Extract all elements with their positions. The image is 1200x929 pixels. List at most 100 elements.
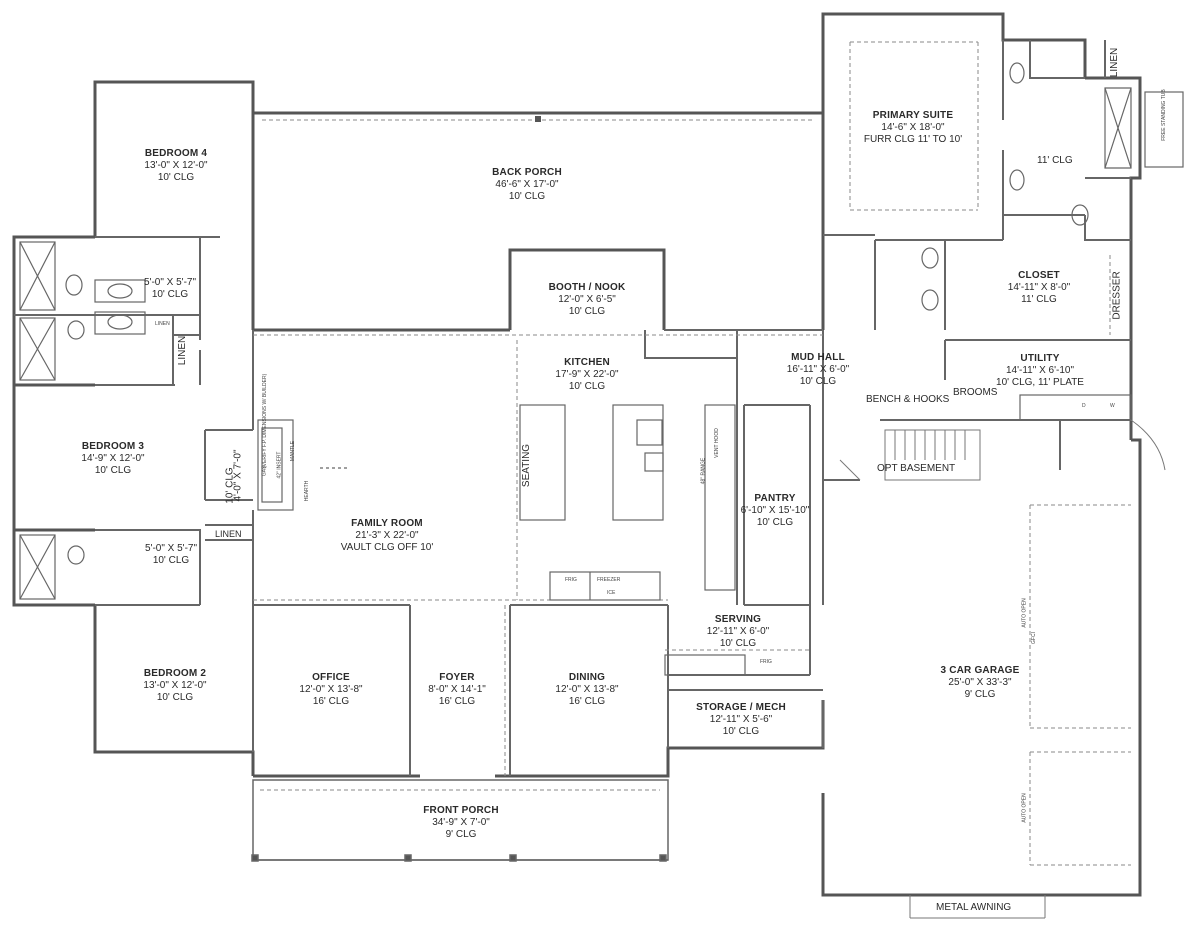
room-family-room: FAMILY ROOM 21'-3" X 22'-0" VAULT CLG OF… — [341, 518, 434, 554]
room-name: 3 CAR GARAGE — [940, 665, 1020, 676]
room-dims: 12'-0" X 13'-8" — [555, 684, 619, 695]
room-storage-mech: STORAGE / MECH 12'-11" X 5'-6" 10' CLG — [696, 702, 786, 738]
room-dims: 17'-9" X 22'-0" — [555, 369, 619, 380]
tag-gfci: GFCI — [1030, 632, 1037, 644]
room-name: BEDROOM 3 — [81, 441, 145, 452]
room-ceiling: 10' CLG — [508, 191, 546, 202]
room-ceiling: 10' CLG — [719, 638, 757, 649]
room-dims: 34'-9" X 7'-0" — [432, 817, 490, 828]
room-dims: 8'-0" X 14'-1" — [428, 684, 486, 695]
room-dims: 12'-11" X 6'-0" — [706, 626, 770, 637]
tag-free-standing-tub: FREE STANDING TUB — [1160, 89, 1167, 141]
room-dims: 25'-0" X 33'-3" — [948, 677, 1012, 688]
room-bedroom-2: BEDROOM 2 13'-0" X 12'-0" 10' CLG — [143, 668, 206, 704]
room-foyer: FOYER 8'-0" X 14'-1" 16' CLG — [428, 672, 486, 708]
tag-opt-basement: OPT BASEMENT — [877, 463, 956, 474]
room-ceiling: 10' CLG — [756, 517, 794, 528]
room-utility: UTILITY 14'-11" X 6'-10" 10' CLG, 11' PL… — [996, 353, 1084, 389]
room-ceiling: 10' CLG — [156, 692, 194, 703]
room-name: DINING — [568, 672, 606, 683]
tag-metal-awning: METAL AWNING — [936, 902, 1012, 913]
room-dims: 6'-10" X 15'-10" — [740, 505, 810, 516]
room-ceiling: 10' CLG — [94, 465, 132, 476]
room-ceiling: 16' CLG — [312, 696, 350, 707]
room-kitchen: KITCHEN 17'-9" X 22'-0" 10' CLG — [555, 357, 618, 393]
room-name: FOYER — [439, 672, 475, 683]
tag-hearth: HEARTH — [304, 480, 311, 502]
room-ceiling: 10' CLG, 11' PLATE — [996, 377, 1084, 388]
room-bedroom-3: BEDROOM 3 14'-9" X 12'-0" 10' CLG — [81, 441, 144, 477]
room-primary-suite: PRIMARY SUITE 14'-6" X 18'-0" FURR CLG 1… — [864, 110, 962, 146]
room-name: BACK PORCH — [492, 167, 562, 178]
room-ceiling: 10' CLG — [568, 306, 606, 317]
room-front-porch: FRONT PORCH 34'-9" X 7'-0" 9' CLG — [423, 805, 499, 841]
room-name: BOOTH / NOOK — [548, 282, 626, 293]
dashed-lines — [253, 41, 1131, 866]
tag-mantle: MANTLE — [290, 440, 297, 462]
tag-fp-insert: 42" INSERT — [276, 451, 283, 479]
room-bath-4: 5'-0" X 5'-7" 10' CLG — [144, 277, 196, 301]
room-booth-nook: BOOTH / NOOK 12'-0" X 6'-5" 10' CLG — [549, 282, 626, 318]
exterior-walls — [12, 12, 1142, 897]
kitchen-fixtures — [519, 394, 1132, 676]
room-name: MUD HALL — [791, 352, 845, 363]
room-back-porch: BACK PORCH 46'-6" X 17'-0" 10' CLG — [492, 167, 562, 203]
tag-linen-bottom: LINEN — [215, 529, 242, 539]
room-ceiling: 10' CLG — [722, 726, 760, 737]
stair — [884, 429, 981, 481]
room-bedroom-4: BEDROOM 4 13'-0" X 12'-0" 10' CLG — [144, 148, 207, 184]
garage-door-line — [839, 419, 1166, 919]
tag-ice: ICE — [607, 590, 616, 596]
tag-hearth-note: (VERIFY F.P. DIMENSIONS W/ BUILDER) — [262, 373, 268, 468]
room-name: FRONT PORCH — [423, 805, 499, 816]
room-dims: 14'-9" X 12'-0" — [81, 453, 145, 464]
room-dims: 13'-0" X 12'-0" — [143, 680, 207, 691]
room-dims: 13'-0" X 12'-0" — [144, 160, 208, 171]
tag-linen-mid: LINEN — [177, 335, 189, 366]
room-name: BEDROOM 2 — [143, 668, 207, 679]
room-name: CLOSET — [1018, 270, 1060, 281]
room-ceiling: 10' CLG — [568, 381, 606, 392]
room-name: PRIMARY SUITE — [872, 110, 954, 121]
tag-closet3-ceiling: 10' CLG — [224, 467, 236, 504]
room-dining: DINING 12'-0" X 13'-8" 16' CLG — [555, 672, 618, 708]
room-name: SERVING — [714, 614, 762, 625]
room-ceiling: VAULT CLG OFF 10' — [340, 542, 434, 553]
room-mud-hall: MUD HALL 16'-11" X 6'-0" 10' CLG — [787, 352, 849, 388]
front-porch — [251, 779, 669, 862]
bath-fixtures — [19, 62, 1184, 600]
room-garage: 3 CAR GARAGE 25'-0" X 33'-3" 9' CLG — [940, 665, 1019, 701]
room-dims: 14'-6" X 18'-0" — [881, 122, 945, 133]
tag-frig-kitchen: FRIG — [565, 577, 577, 583]
room-serving: SERVING 12'-11" X 6'-0" 10' CLG — [707, 614, 769, 650]
tag-d: D — [1082, 403, 1086, 409]
room-ceiling: 11' CLG — [1021, 294, 1057, 305]
room-name: UTILITY — [1020, 353, 1060, 364]
room-ceiling: 10' CLG — [799, 376, 837, 387]
back-porch-posts — [535, 116, 541, 122]
room-name: KITCHEN — [564, 357, 610, 368]
room-dims: 12'-11" X 5'-6" — [709, 714, 773, 725]
room-dims: 46'-6" X 17'-0" — [495, 179, 559, 190]
room-name: FAMILY ROOM — [351, 518, 423, 529]
room-ceiling: FURR CLG 11' TO 10' — [863, 134, 963, 145]
room-name: PANTRY — [754, 493, 796, 504]
room-closet: CLOSET 14'-11" X 8'-0" 11' CLG — [1008, 270, 1070, 306]
room-dims: 14'-11" X 8'-0" — [1007, 282, 1071, 293]
room-dims: 14'-11" X 6'-10" — [1006, 365, 1074, 376]
tag-range: 48" RANGE — [700, 457, 707, 485]
room-bath-2: 5'-0" X 5'-7" 10' CLG — [145, 543, 197, 567]
tag-seating: SEATING — [521, 443, 533, 488]
room-office: OFFICE 12'-0" X 13'-8" 16' CLG — [299, 672, 362, 708]
room-ceiling: 9' CLG — [964, 689, 996, 700]
tag-brooms: BROOMS — [953, 387, 998, 398]
room-name: OFFICE — [312, 672, 350, 683]
room-ceiling: 9' CLG — [445, 829, 477, 840]
tag-auto-open-2: AUTO OPEN — [1021, 793, 1028, 823]
tag-auto-open-1: AUTO OPEN — [1021, 598, 1028, 628]
room-dims: 12'-0" X 6'-5" — [558, 294, 616, 305]
room-ceiling: 16' CLG — [568, 696, 606, 707]
room-dims: 16'-11" X 6'-0" — [786, 364, 850, 375]
room-name: STORAGE / MECH — [696, 702, 786, 713]
room-ceiling: 16' CLG — [438, 696, 476, 707]
